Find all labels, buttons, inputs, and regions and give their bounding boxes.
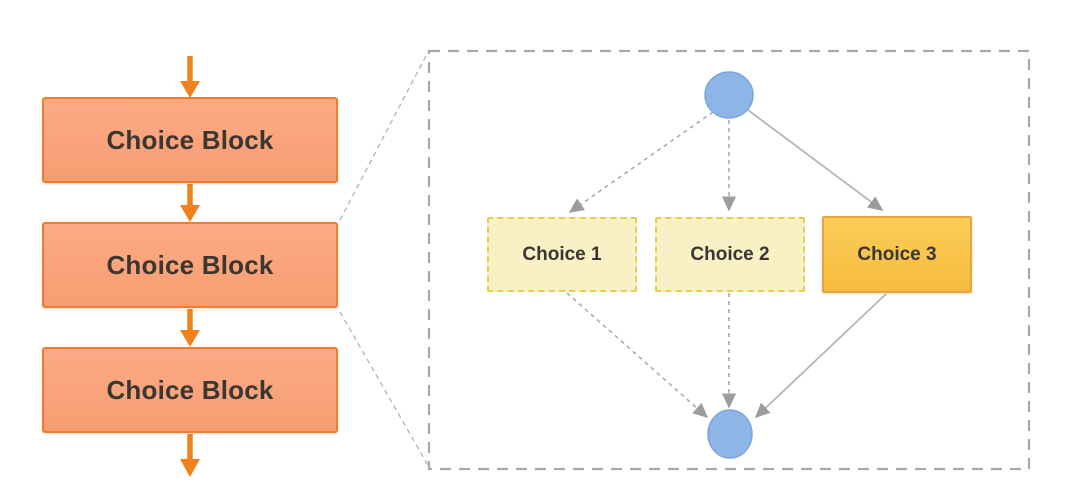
callout-line-bottom — [339, 311, 430, 468]
choice-option-2-label: Choice 2 — [690, 243, 770, 265]
choice-option-1: Choice 1 — [487, 217, 637, 292]
choice-option-2: Choice 2 — [655, 217, 805, 292]
choice-option-1-label: Choice 1 — [522, 243, 602, 265]
choice-block-2-label: Choice Block — [106, 249, 274, 280]
flow-arrow-out-of-block-3 — [180, 434, 200, 477]
choice-block-1-label: Choice Block — [106, 124, 274, 155]
end-node-circle — [707, 409, 753, 459]
start-node-circle — [704, 71, 754, 119]
choice-block-3-label: Choice Block — [106, 374, 274, 405]
edge-choice3-to-end — [754, 293, 887, 419]
detail-boundary-box — [427, 49, 1031, 471]
flow-arrow-block1-to-block2 — [180, 184, 200, 222]
choice-option-3-selected: Choice 3 — [822, 216, 972, 293]
edge-start-to-choice3 — [747, 109, 884, 211]
edge-choice1-to-end — [566, 292, 709, 418]
choice-option-3-label: Choice 3 — [857, 243, 937, 265]
edge-start-to-choice1 — [568, 111, 714, 213]
choice-block-3: Choice Block — [42, 347, 338, 433]
choice-block-2: Choice Block — [42, 222, 338, 308]
flow-arrow-block2-to-block3 — [180, 309, 200, 347]
choice-block-1: Choice Block — [42, 97, 338, 183]
callout-line-top — [339, 51, 429, 221]
flow-arrow-into-block-1 — [180, 56, 200, 98]
